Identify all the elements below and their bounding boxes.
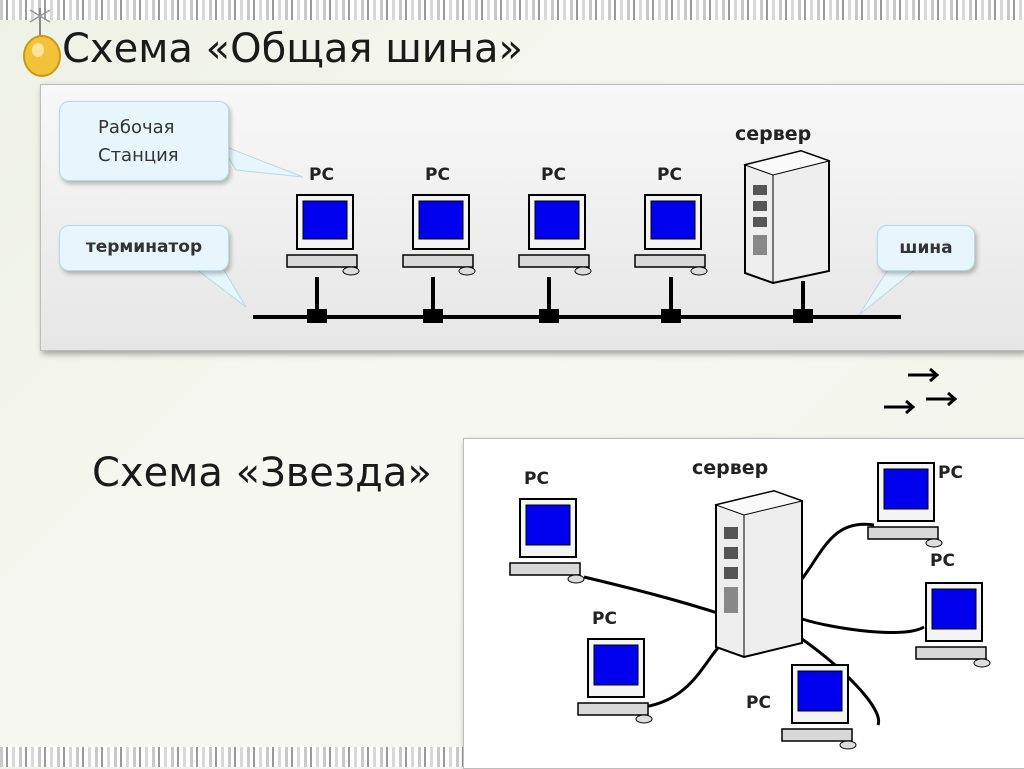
- star-pc-label-1: PC: [524, 469, 549, 489]
- bus-pc-2: [402, 194, 476, 276]
- terminator-callout-tail: [189, 264, 247, 308]
- bus-pc-3: [518, 194, 592, 276]
- star-pc-5: [915, 582, 991, 668]
- bus-connectors: [307, 277, 813, 323]
- star-server-label: сервер: [692, 457, 769, 479]
- terminator-callout: терминатор: [59, 225, 229, 271]
- bus-pc-label-3: PC: [541, 165, 566, 185]
- star-pc-2: [577, 638, 653, 724]
- star-pc-label-4: PC: [938, 463, 963, 483]
- arrow-right-icon: [884, 367, 958, 415]
- star-pc-label-2: PC: [592, 609, 617, 629]
- bus-pc-1: [286, 194, 360, 276]
- bus-pc-label-1: PC: [309, 165, 334, 185]
- workstation-callout-line1: Рабочая: [98, 117, 175, 138]
- pushpin-icon: [23, 8, 61, 77]
- star-pc-label-5: PC: [930, 551, 955, 571]
- bus-scheme-title: Схема «Общая шина»: [62, 26, 523, 72]
- star-pc-3: [781, 664, 857, 750]
- top-border-stripe: [0, 0, 1024, 20]
- bus-callout-tail: [858, 264, 923, 316]
- bus-pc-4: [634, 194, 708, 276]
- star-diagram-panel: сервер PC PC PC PC PC: [463, 438, 1024, 769]
- star-pc-1: [509, 498, 585, 584]
- bus-diagram-panel: PC PC PC PC сервер Рабочая Станция терми…: [40, 84, 1024, 351]
- star-scheme-title: Схема «Звезда»: [92, 450, 432, 496]
- bus-pc-label-2: PC: [425, 165, 450, 185]
- star-server-tower: [714, 489, 804, 659]
- star-pc-label-3: PC: [746, 693, 771, 713]
- star-pc-4: [867, 462, 943, 548]
- bus-callout: шина: [877, 225, 975, 271]
- workstation-callout-tail: [219, 144, 304, 178]
- bus-server-tower: [743, 149, 831, 285]
- workstation-callout-line2: Станция: [98, 145, 179, 166]
- workstation-callout: Рабочая Станция: [59, 101, 229, 181]
- bus-server-label: сервер: [735, 123, 812, 145]
- bus-pc-label-4: PC: [657, 165, 682, 185]
